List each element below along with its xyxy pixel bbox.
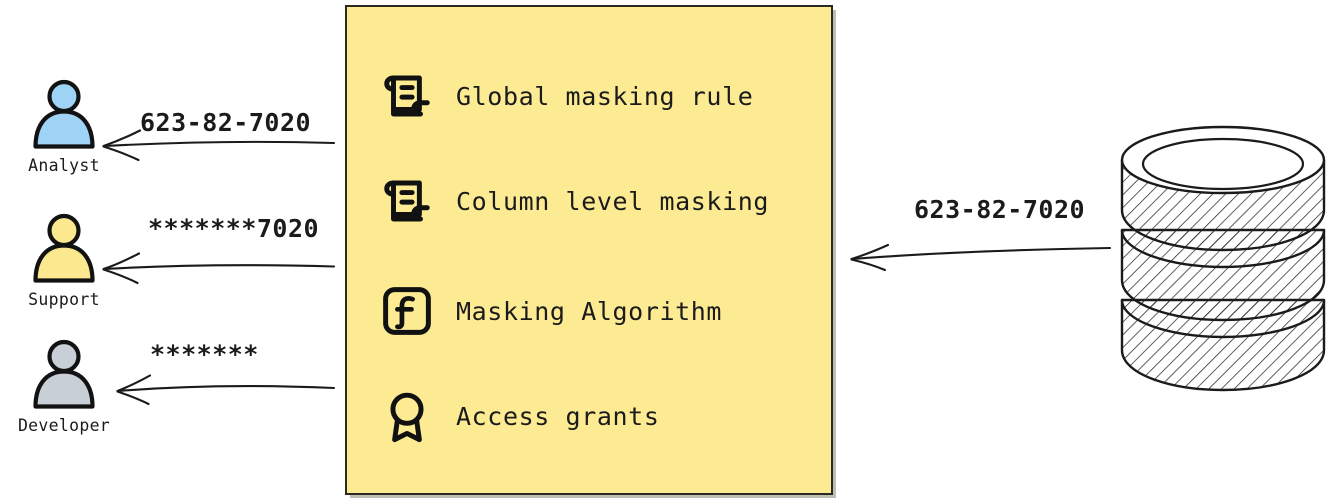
actor-label: Support bbox=[28, 290, 100, 309]
award-icon bbox=[390, 392, 424, 443]
policy-item-label: Global masking rule bbox=[456, 81, 754, 111]
policy-item-label: Column level masking bbox=[456, 186, 770, 216]
policy-item-label: Access grants bbox=[456, 401, 660, 431]
scroll-icon bbox=[384, 180, 430, 222]
policy-panel: Global masking rule Column level masking bbox=[345, 5, 833, 495]
function-icon bbox=[383, 287, 431, 335]
actor-support: Support bbox=[4, 212, 124, 309]
flow-label-analyst: 623-82-7020 bbox=[140, 108, 312, 137]
actor-label: Analyst bbox=[28, 156, 100, 175]
policy-item-column-level-masking[interactable]: Column level masking bbox=[380, 174, 769, 228]
database-icon bbox=[1120, 125, 1326, 392]
policy-item-label: Masking Algorithm bbox=[456, 296, 723, 326]
flow-label-source: 623-82-7020 bbox=[914, 195, 1086, 224]
actor-developer: Developer bbox=[4, 338, 124, 435]
arrow-left-support bbox=[102, 252, 336, 285]
policy-item-global-masking-rule[interactable]: Global masking rule bbox=[380, 69, 753, 123]
arrow-left-source bbox=[850, 243, 1112, 272]
scroll-icon bbox=[384, 75, 430, 117]
person-icon bbox=[33, 213, 95, 283]
actor-label: Developer bbox=[17, 416, 111, 435]
flow-label-support: *******7020 bbox=[148, 214, 320, 243]
arrow-left-developer bbox=[116, 374, 336, 406]
actor-analyst: Analyst bbox=[4, 78, 124, 175]
policy-item-access-grants[interactable]: Access grants bbox=[380, 389, 659, 443]
policy-item-masking-algorithm[interactable]: Masking Algorithm bbox=[380, 284, 722, 338]
flow-label-developer: ******* bbox=[150, 340, 259, 369]
person-icon bbox=[33, 79, 95, 149]
person-icon bbox=[33, 339, 95, 409]
